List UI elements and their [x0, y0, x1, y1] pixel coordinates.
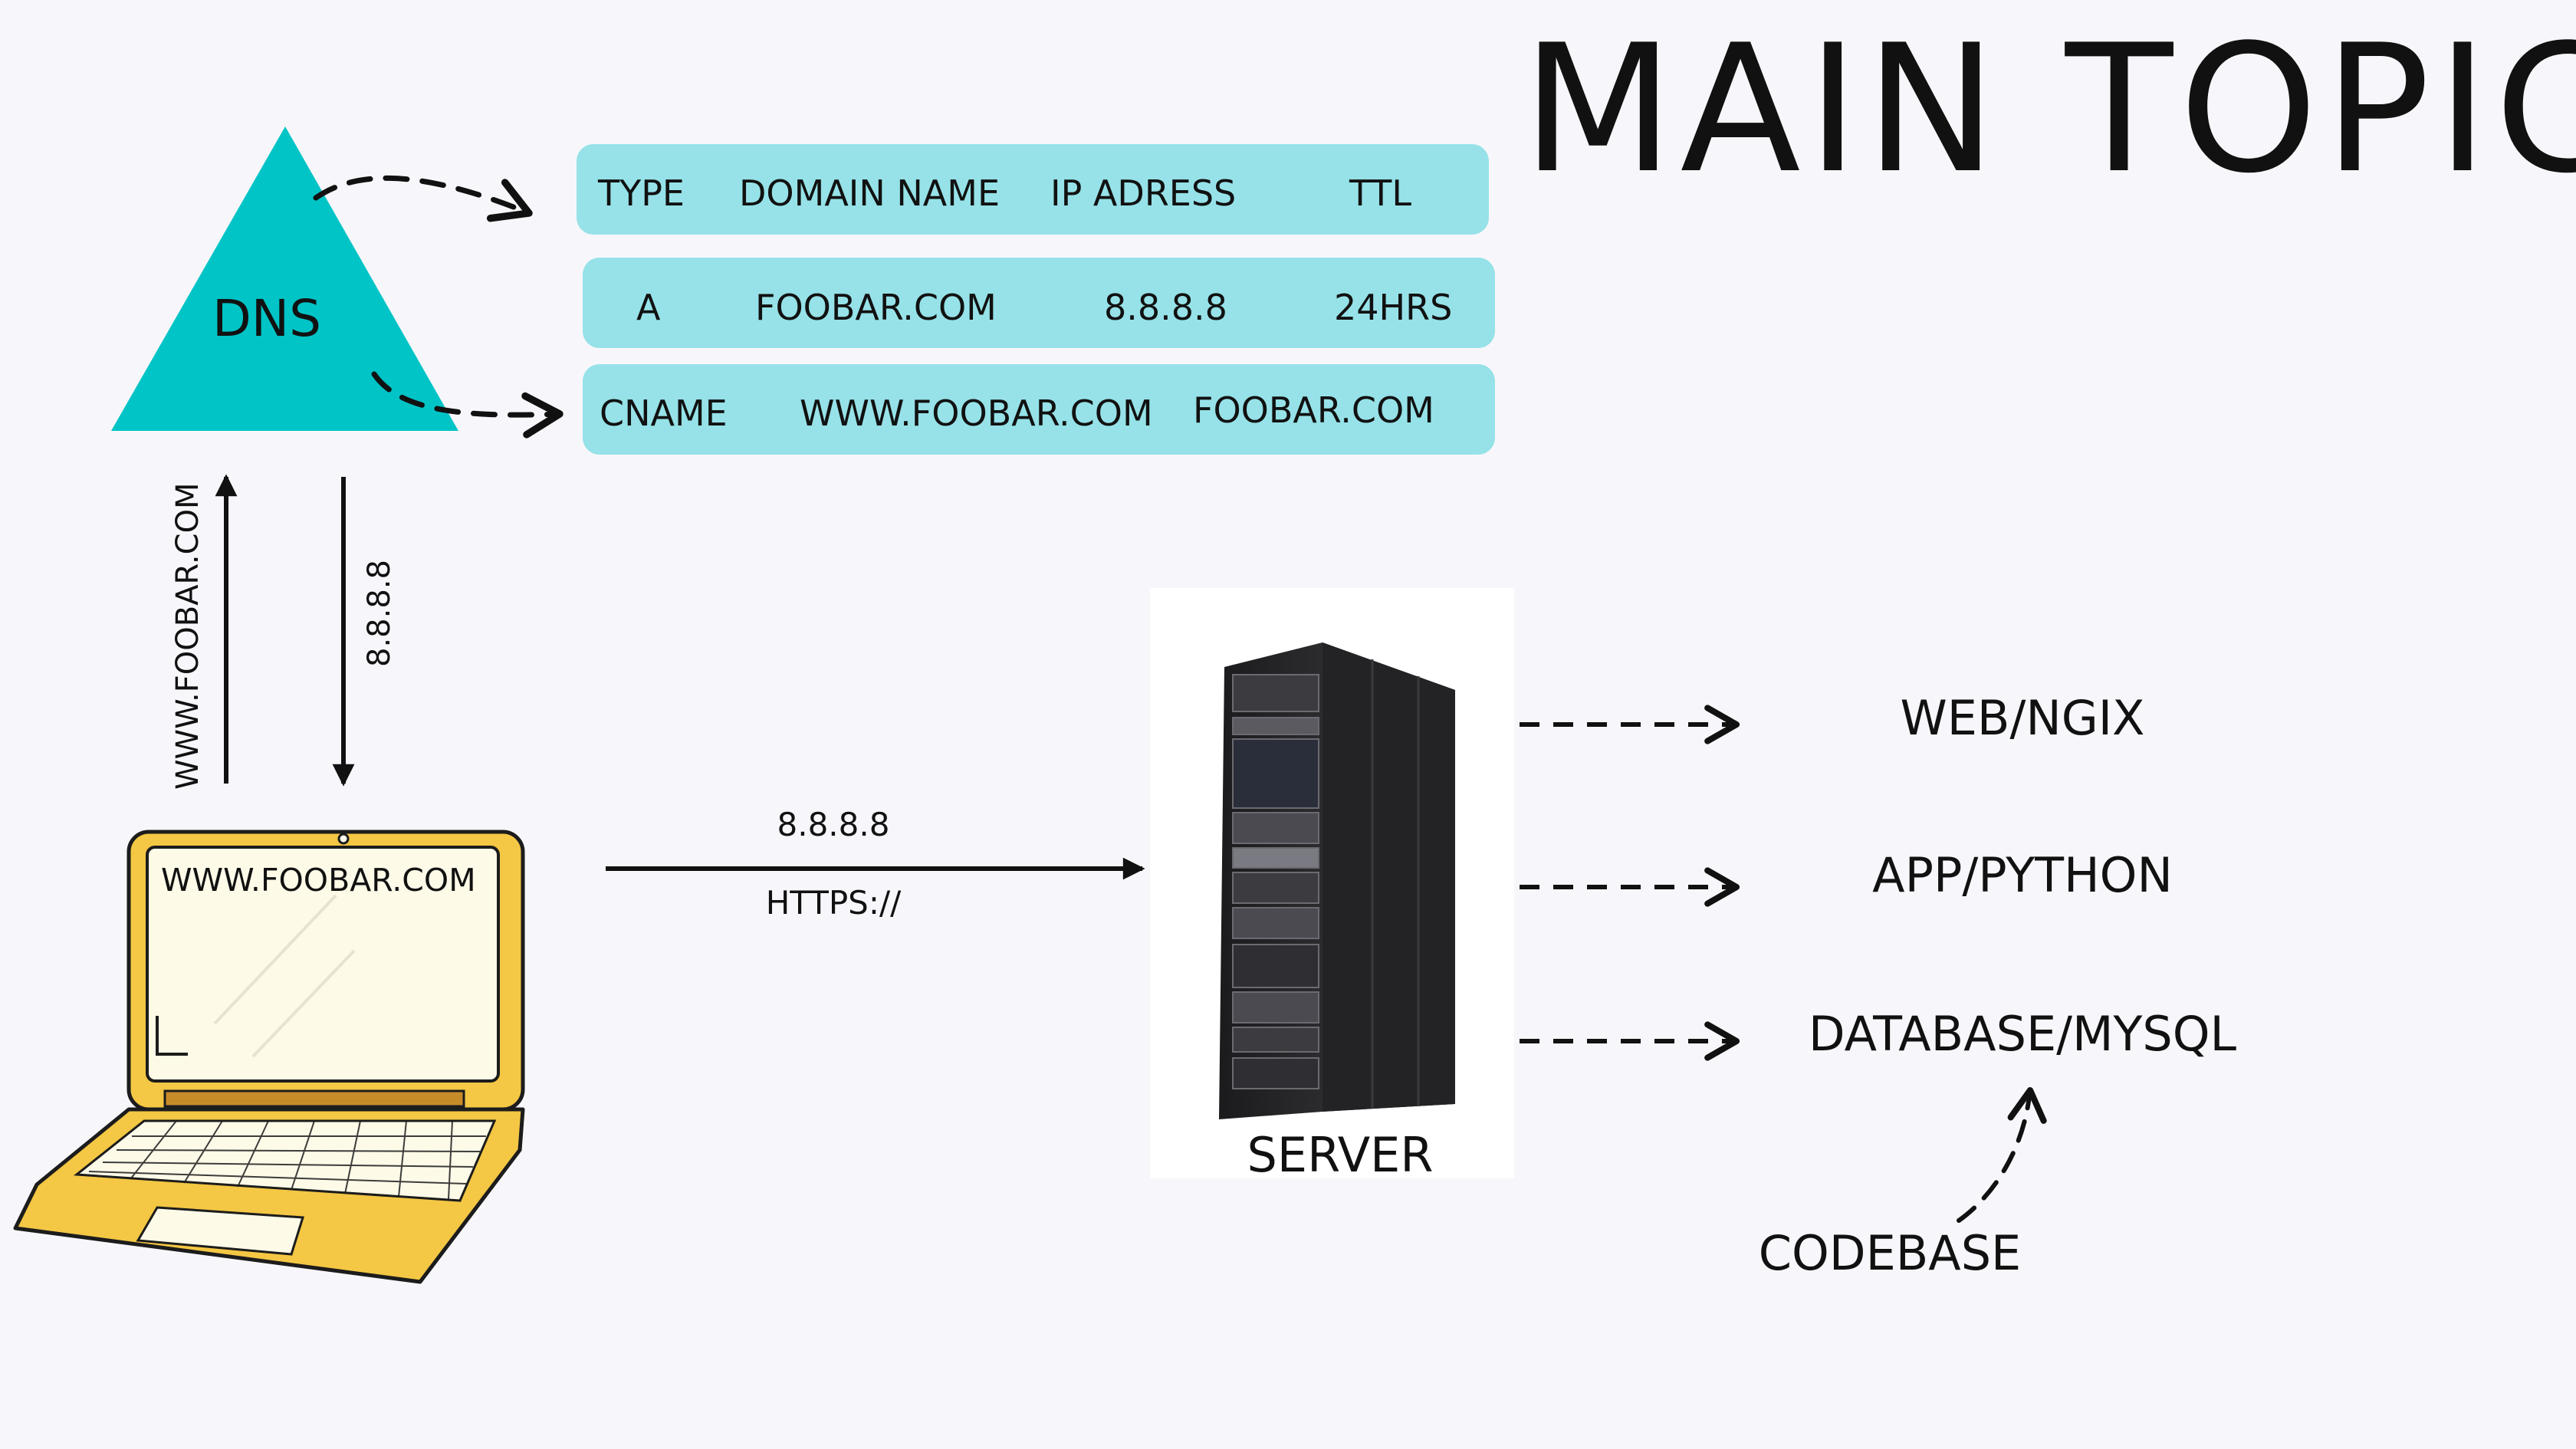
cell-ttl: 24HRS: [1334, 287, 1452, 328]
screen-corner-mark: [156, 1016, 188, 1056]
cell-type: A: [636, 287, 661, 328]
codebase-label: CODEBASE: [1759, 1225, 2021, 1281]
cell-domain-name: FOOBAR.COM: [755, 287, 997, 328]
dns-request-label: WWW.FOOBAR.COM: [170, 482, 205, 790]
col-header-domain-name: DOMAIN NAME: [739, 172, 1000, 214]
laptop: WWW.FOOBAR.COM: [13, 830, 525, 1284]
col-header-ttl: TTL: [1349, 172, 1411, 214]
rack-units: [1232, 674, 1319, 1089]
laptop-screen-url: WWW.FOOBAR.COM: [161, 862, 476, 899]
table-header-row: [577, 144, 1489, 235]
web-layer-label: WEB/NGIX: [1900, 690, 2144, 746]
cell-ip-address: FOOBAR.COM: [1193, 389, 1434, 431]
protocol-label: HTTPS://: [766, 884, 902, 922]
table-row-a: [583, 258, 1495, 348]
codebase-to-database-arrow: [1957, 1086, 2047, 1223]
keyboard-keys: [88, 1120, 486, 1200]
cell-domain-name: WWW.FOOBAR.COM: [800, 393, 1153, 434]
dns-to-header-arrow: [313, 175, 533, 222]
laptop-trackpad: [136, 1206, 304, 1256]
dns-records-table: TYPE DOMAIN NAME IP ADRESS TTL A FOOBAR.…: [577, 144, 1495, 455]
col-header-type: TYPE: [597, 172, 685, 214]
dns-response-label: 8.8.8.8: [362, 560, 397, 667]
dns-triangle-shape: [111, 127, 458, 431]
laptop-screen: [146, 846, 500, 1083]
screen-glare: [213, 894, 337, 1025]
dns-to-cname-arrow: [371, 371, 564, 439]
page-title: MAIN TOPIC: [1522, 8, 2576, 212]
col-header-ip-address: IP ADRESS: [1050, 172, 1236, 214]
webcam-icon: [337, 833, 350, 845]
rack-side-panel: [1322, 642, 1455, 1112]
screen-glare: [251, 949, 356, 1058]
cell-ip-address: 8.8.8.8: [1104, 287, 1227, 328]
server-ip-label: 8.8.8.8: [777, 806, 890, 843]
dns-label: DNS: [212, 289, 321, 348]
dns-node: DNS: [111, 127, 458, 431]
server-label: SERVER: [1247, 1127, 1434, 1183]
laptop-hinge: [163, 1089, 465, 1108]
table-row-cname: [583, 364, 1495, 455]
cell-type: CNAME: [600, 393, 728, 434]
app-layer-label: APP/PYTHON: [1872, 847, 2173, 903]
database-layer-label: DATABASE/MYSQL: [1809, 1006, 2237, 1062]
server-node: SERVER: [1150, 588, 1514, 1183]
